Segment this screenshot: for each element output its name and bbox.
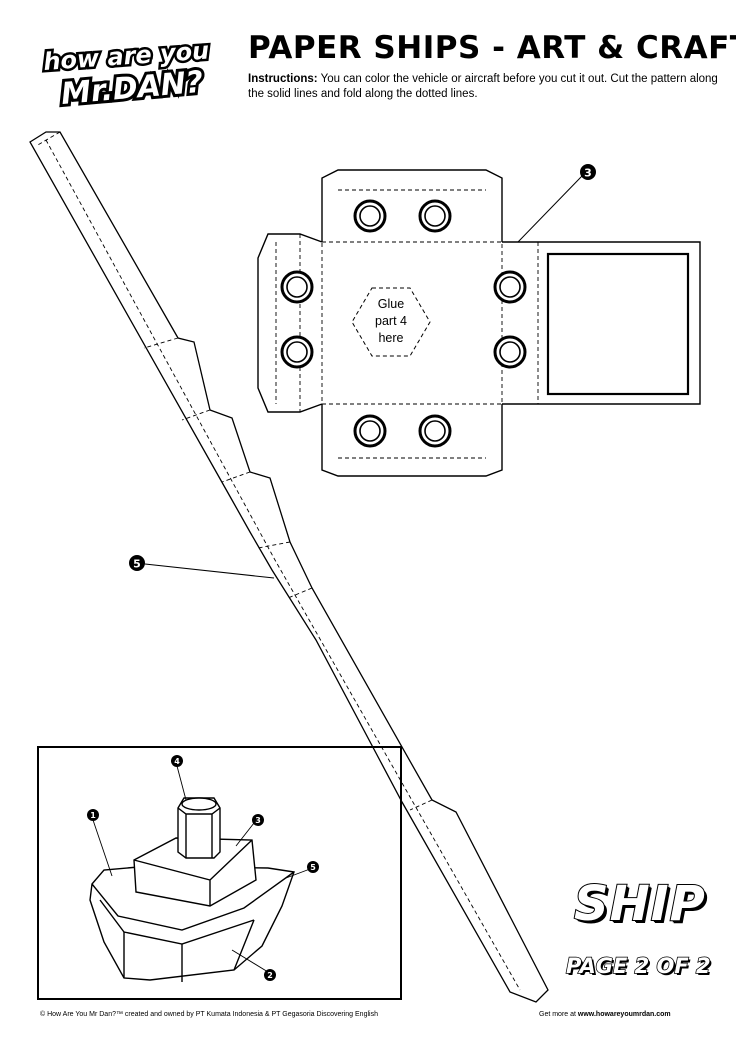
assembly-callout-3: 3 [255, 816, 261, 825]
part-5-number: 5 [133, 558, 141, 571]
part-3-callout: 3 [517, 164, 596, 243]
assembly-callouts [87, 755, 319, 981]
instructions-text: You can color the vehicle or aircraft be… [248, 73, 718, 100]
instructions-label: Instructions: [248, 73, 318, 85]
part-5-strip-template [29, 131, 549, 1003]
instructions: Instructions: You can color the vehicle … [248, 72, 718, 102]
assembly-callout-2: 2 [267, 971, 273, 980]
glue-line-1: Glue [377, 297, 405, 311]
part-3-cabin-template [257, 169, 701, 477]
part-5-callout: 5 [129, 555, 275, 579]
assembly-callout-4: 4 [174, 757, 180, 766]
page-indicator: PAGE 2 OF 2 [565, 953, 711, 979]
assembly-diagram [37, 746, 402, 1000]
portholes [280, 199, 527, 448]
mr-dan-logo: how are you Mr.DAN? [40, 34, 213, 115]
glue-line-3: here [378, 331, 404, 345]
website-footer: Get more at www.howareyoumrdan.com [539, 1011, 671, 1018]
website-prefix: Get more at [539, 1011, 578, 1018]
part-3-number: 3 [584, 167, 592, 180]
glue-label: Glue part 4 here [361, 296, 421, 347]
glue-line-2: part 4 [375, 314, 407, 328]
assembly-callout-1: 1 [90, 811, 96, 820]
assembly-callout-5: 5 [310, 863, 316, 872]
website-link[interactable]: www.howareyoumrdan.com [577, 1011, 671, 1018]
page-title: PAPER SHIPS - ART & CRAFT [248, 30, 736, 66]
ship-badge-word: SHIP [573, 875, 706, 933]
copyright-footer: © How Are You Mr Dan?™ created and owned… [40, 1011, 378, 1018]
